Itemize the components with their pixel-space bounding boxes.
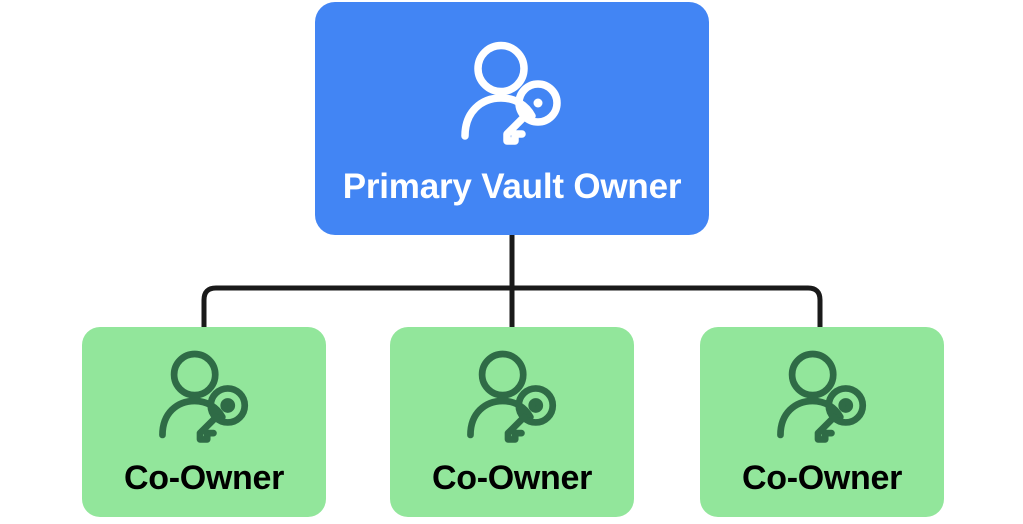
node-co-owner-3[interactable]: Co-Owner (700, 327, 944, 517)
node-primary-vault-owner[interactable]: Primary Vault Owner (315, 2, 709, 235)
node-label: Co-Owner (741, 459, 903, 497)
node-co-owner-1[interactable]: Co-Owner (82, 327, 326, 517)
node-co-owner-2[interactable]: Co-Owner (390, 327, 634, 517)
person-with-key-icon (459, 41, 565, 145)
person-with-key-icon (465, 350, 560, 443)
person-with-key-icon (157, 350, 252, 443)
person-with-key-icon (775, 350, 870, 443)
node-label: Primary Vault Owner (342, 166, 682, 206)
node-label: Co-Owner (431, 459, 593, 497)
connector-bus-bar (201, 285, 823, 329)
node-label: Co-Owner (123, 459, 285, 497)
